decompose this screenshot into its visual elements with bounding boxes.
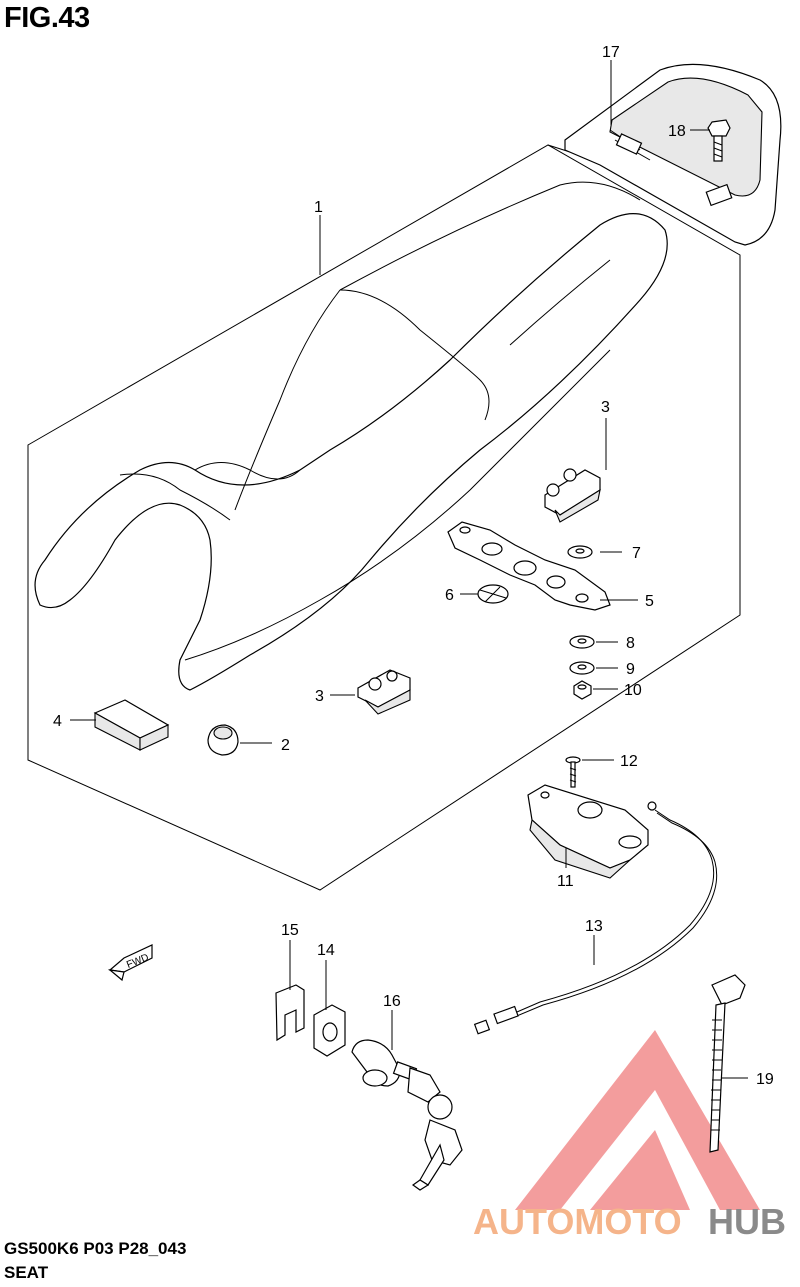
plate-14 bbox=[313, 1004, 346, 1057]
callout-13: 13 bbox=[585, 918, 603, 935]
callout-4: 4 bbox=[53, 713, 62, 730]
callout-12: 12 bbox=[620, 753, 638, 770]
screw-12 bbox=[565, 756, 581, 788]
callout-17: 17 bbox=[602, 44, 620, 61]
callout-3-lower: 3 bbox=[315, 688, 324, 705]
seat-lock-11 bbox=[527, 784, 649, 879]
leader-lines bbox=[70, 60, 748, 1079]
watermark-part1: AUTOMOTO bbox=[473, 1201, 682, 1242]
callout-15: 15 bbox=[281, 922, 299, 939]
fwd-label: FWD bbox=[125, 952, 150, 971]
figure-title: FIG.43 bbox=[4, 2, 90, 34]
callout-3-upper: 3 bbox=[601, 399, 610, 416]
washer-7 bbox=[567, 545, 593, 559]
cable-13 bbox=[473, 801, 718, 1035]
pad-4 bbox=[93, 699, 170, 751]
grommet-6 bbox=[477, 584, 509, 604]
model-code: GS500K6 P03 P28_043 bbox=[4, 1239, 187, 1258]
watermark-logo bbox=[515, 1030, 760, 1210]
callout-9: 9 bbox=[626, 661, 635, 678]
cushion-2 bbox=[207, 724, 239, 756]
buffer-3-lower bbox=[357, 669, 411, 715]
callout-6: 6 bbox=[445, 587, 454, 604]
callout-1: 1 bbox=[314, 199, 323, 216]
bolt-18 bbox=[707, 119, 731, 162]
callout-10: 10 bbox=[624, 682, 642, 699]
callout-2: 2 bbox=[281, 737, 290, 754]
washer-9 bbox=[569, 661, 595, 675]
callout-14: 14 bbox=[317, 942, 335, 959]
callout-18: 18 bbox=[668, 123, 686, 140]
callout-7: 7 bbox=[632, 545, 641, 562]
watermark-part2: HUB bbox=[708, 1201, 786, 1242]
cable-tie-19 bbox=[709, 974, 746, 1153]
callout-5: 5 bbox=[645, 593, 654, 610]
buffer-3-upper bbox=[544, 468, 601, 523]
key-lock-16 bbox=[351, 1039, 463, 1191]
section-name: SEAT bbox=[4, 1263, 49, 1282]
clip-15 bbox=[275, 984, 305, 1042]
callout-8: 8 bbox=[626, 635, 635, 652]
nut-10 bbox=[573, 680, 592, 700]
callout-11: 11 bbox=[557, 873, 574, 890]
callout-19: 19 bbox=[756, 1071, 774, 1088]
washer-8 bbox=[569, 635, 595, 649]
rear-carrier bbox=[564, 63, 782, 246]
seat bbox=[34, 181, 668, 691]
fwd-arrow-icon: FWD bbox=[107, 944, 153, 982]
bracket-plate-5 bbox=[447, 521, 611, 611]
watermark-text: AUTOMOTO HUB bbox=[473, 1201, 786, 1242]
callout-16: 16 bbox=[383, 993, 401, 1010]
